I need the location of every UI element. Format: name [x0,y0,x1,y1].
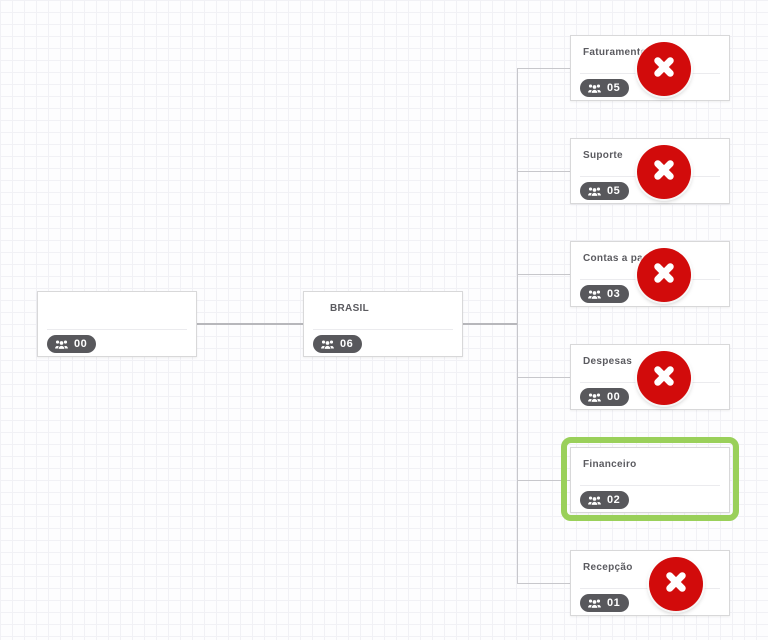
org-node-brasil[interactable]: BRASIL 06 [303,291,463,357]
department-node-recepcao[interactable]: Recepção 01 [570,550,730,616]
x-icon [648,51,680,88]
delete-node-button[interactable] [637,248,691,302]
users-icon [587,495,602,506]
node-divider [313,329,453,330]
node-title: Recepção [583,562,633,573]
member-count: 05 [607,185,621,197]
users-icon [587,83,602,94]
node-divider [47,329,187,330]
users-icon [587,392,602,403]
x-icon [660,566,692,603]
users-icon [587,598,602,609]
member-count-badge: 05 [580,79,630,97]
member-count-badge: 06 [313,335,363,353]
node-title: Faturamento [583,47,647,58]
delete-node-button[interactable] [649,557,703,611]
connector-branch [517,583,570,584]
connector-branch [517,480,570,481]
member-count-badge: 03 [580,285,630,303]
users-icon [587,186,602,197]
member-count-badge: 00 [580,388,630,406]
delete-node-button[interactable] [637,145,691,199]
member-count: 02 [607,494,621,506]
member-count: 00 [607,391,621,403]
member-count: 00 [74,338,88,350]
org-node-root[interactable]: 00 [37,291,197,357]
connector-branch [517,377,570,378]
x-icon [648,154,680,191]
delete-node-button[interactable] [637,351,691,405]
users-icon [54,339,69,350]
connector-trunk [517,68,518,583]
node-title: BRASIL [330,303,370,314]
member-count: 01 [607,597,621,609]
member-count: 06 [340,338,354,350]
delete-node-button[interactable] [637,42,691,96]
member-count: 03 [607,288,621,300]
node-title: Financeiro [583,459,637,470]
member-count-badge: 01 [580,594,630,612]
connector-branch [517,171,570,172]
x-icon [648,257,680,294]
member-count-badge: 02 [580,491,630,509]
node-title: Suporte [583,150,623,161]
member-count-badge: 00 [47,335,97,353]
member-count-badge: 05 [580,182,630,200]
connector-parent-trunk [463,323,517,325]
users-icon [587,289,602,300]
connector-branch [517,68,570,69]
member-count: 05 [607,82,621,94]
x-icon [648,360,680,397]
node-title: Contas a pagar [583,253,660,264]
department-node-suporte[interactable]: Suporte 05 [570,138,730,204]
department-node-contas-a-pagar[interactable]: Contas a pagar 03 [570,241,730,307]
users-icon [320,339,335,350]
selected-node-highlight [561,437,739,521]
connector-branch [517,274,570,275]
node-title: Despesas [583,356,633,367]
department-node-financeiro[interactable]: Financeiro 02 [570,447,730,513]
department-node-faturamento[interactable]: Faturamento 05 [570,35,730,101]
connector-root-parent [197,323,303,325]
node-divider [580,485,720,486]
department-node-despesas[interactable]: Despesas 00 [570,344,730,410]
